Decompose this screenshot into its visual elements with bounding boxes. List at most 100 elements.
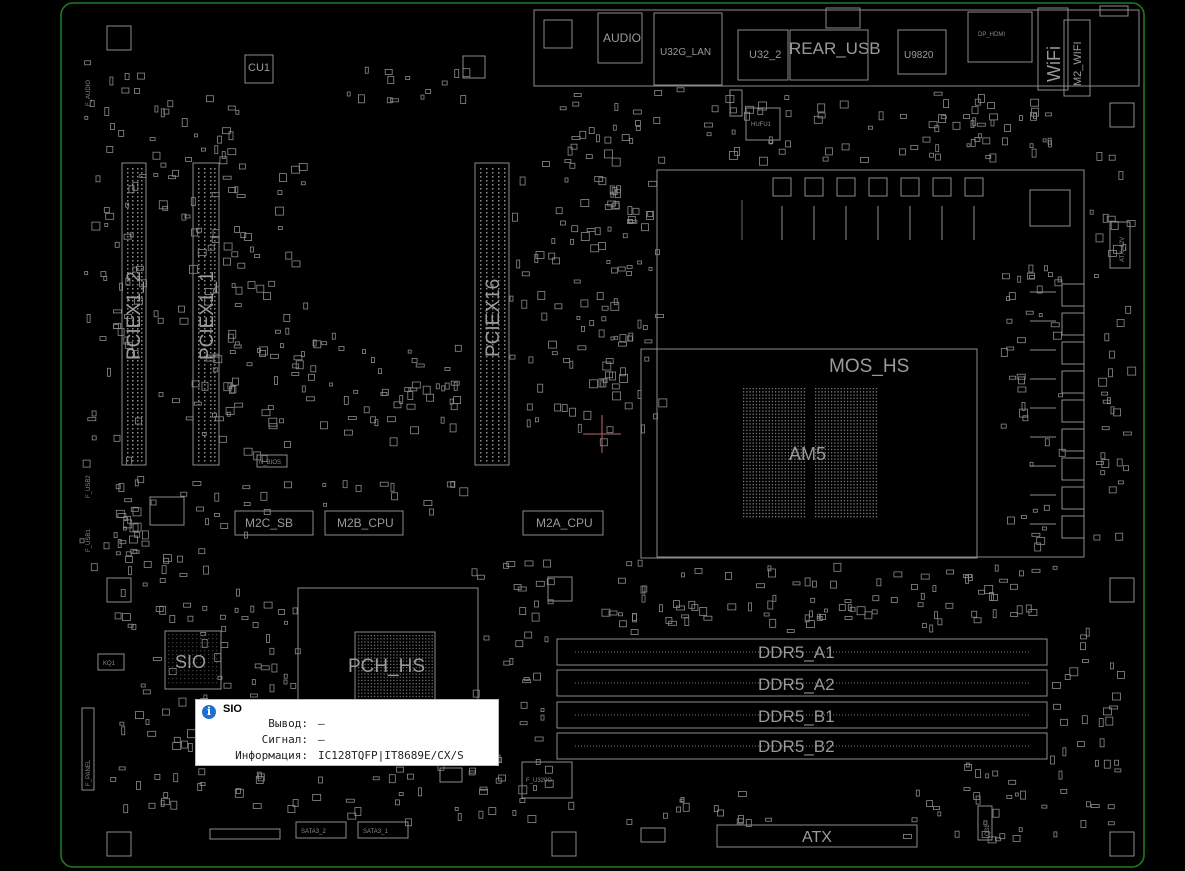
- pch-hs-label: PCH_HS: [348, 656, 425, 677]
- n-bios-label: N_BIOS: [259, 460, 281, 466]
- dp-hdmi-label: DP_HDMI: [978, 32, 1005, 38]
- u9820-connector[interactable]: [897, 29, 947, 75]
- tooltip-info-key: Информация:: [235, 749, 308, 762]
- ddr5-b1-slot[interactable]: [556, 701, 1048, 729]
- sata3-1-label: SATA3_1: [363, 829, 388, 835]
- kq1-part: [97, 653, 125, 671]
- mos-hs-label: MOS_HS: [829, 356, 909, 377]
- usb-lan-connector[interactable]: [653, 12, 723, 86]
- ddr5-b2-label: DDR5_B2: [758, 737, 835, 756]
- ddr5-a1-label: DDR5_A1: [758, 643, 835, 662]
- mos-heatsink-outline[interactable]: [640, 348, 978, 559]
- vrm-phases: [741, 177, 1085, 539]
- atx-label: ATX: [802, 829, 832, 846]
- mounting-hole: [106, 25, 132, 51]
- dp-hdmi-connector[interactable]: [967, 11, 1033, 63]
- f-usb2-label: F_USB2: [86, 475, 92, 498]
- fb2-part: [439, 767, 463, 783]
- hufu2-part: [729, 89, 743, 117]
- tooltip-pin-key: Вывод:: [268, 717, 308, 730]
- m2c-sb-slot[interactable]: [234, 510, 314, 536]
- cu1-chip[interactable]: [244, 54, 274, 84]
- pciex1-2-label: PCIEX1_2: [124, 271, 145, 360]
- m2b-cpu-slot[interactable]: [324, 510, 404, 536]
- am5-label: AM5: [789, 444, 826, 464]
- atx-connector[interactable]: [716, 824, 918, 848]
- u9820-label: U9820: [904, 50, 934, 61]
- ddr5-a2-label: DDR5_A2: [758, 675, 835, 694]
- ddr5-a2-slot[interactable]: [556, 669, 1048, 697]
- mounting-hole: [1109, 831, 1135, 857]
- m2a-cpu-slot[interactable]: [522, 510, 604, 536]
- kq1-label: KQ1: [103, 661, 116, 667]
- wifi-label: WiFi: [1044, 46, 1064, 82]
- connector-pins: [127, 168, 506, 462]
- info-icon: i: [202, 705, 216, 719]
- u32-2-label: U32_2: [749, 49, 781, 61]
- usb-connector-2[interactable]: [737, 29, 789, 81]
- tooltip-pin-value: —: [318, 717, 325, 730]
- sata3-2-label: SATA3_2: [301, 829, 326, 835]
- q31-part: [977, 805, 993, 841]
- rear-io-outline: [533, 9, 1140, 87]
- rear-usb-connector[interactable]: [789, 29, 869, 81]
- pciex16-label: PCIEX16: [483, 279, 504, 357]
- rear-mounting-hole: [543, 19, 573, 49]
- dimm-pins: [575, 651, 1030, 747]
- f-u320g-label: F_U320G: [526, 778, 552, 784]
- board-outline: [60, 2, 1145, 868]
- ddr5-b2-slot[interactable]: [556, 732, 1048, 760]
- pciex1-1-label: PCIEX1_1: [197, 271, 218, 360]
- mounting-hole: [106, 831, 132, 857]
- ddr5-b1-label: DDR5_B1: [758, 707, 835, 726]
- small-components: [79, 60, 1137, 844]
- hufu1-label: HUFU1: [751, 122, 772, 128]
- pciex16-slot[interactable]: [474, 162, 510, 466]
- bottom-header-row: [209, 828, 281, 840]
- hufu1-chip[interactable]: [745, 107, 781, 141]
- mounting-hole: [547, 576, 573, 602]
- m2b-cpu-label: M2B_CPU: [337, 516, 394, 530]
- mounting-hole: [551, 831, 577, 857]
- f-panel-label: F_PANEL: [86, 759, 92, 786]
- m2-wifi-label: M2_WIFI: [1072, 41, 1084, 86]
- wifi-antenna[interactable]: [1037, 7, 1069, 91]
- tooltip-info-value: IC128TQFP|IT8689E/CX/S: [318, 749, 464, 762]
- rear-corner-part: [1099, 5, 1129, 17]
- f-audio-label: F_AUDIO: [86, 80, 92, 106]
- sata3-1-port[interactable]: [357, 821, 409, 839]
- rear-usb-label: REAR_USB: [789, 39, 881, 58]
- m2c-sb-label: M2C_SB: [245, 516, 293, 530]
- pch-pins: [168, 634, 433, 698]
- component-info-tooltip: i SIO Вывод: — Сигнал: — Информация: IC1…: [195, 699, 499, 766]
- pciex1-2-slot[interactable]: [121, 162, 147, 466]
- mounting-hole: [462, 55, 486, 79]
- tooltip-title: SIO: [223, 703, 242, 715]
- sio-label: SIO: [175, 652, 206, 672]
- n-bios-chip: [256, 454, 288, 468]
- sata3-2-port[interactable]: [295, 821, 347, 839]
- audio-label: AUDIO: [603, 31, 641, 45]
- f-panel-header[interactable]: [81, 707, 95, 791]
- bottom-small-header: [640, 827, 666, 843]
- f-u320g-header[interactable]: [521, 761, 573, 799]
- sio-chip[interactable]: [164, 630, 222, 690]
- mounting-hole: [1109, 102, 1135, 128]
- pciex1-1-slot[interactable]: [192, 162, 220, 466]
- cu1-label: CU1: [248, 62, 270, 74]
- atx-12v-label: ATX_12V: [1120, 237, 1126, 262]
- atx-12v-connector[interactable]: [1109, 221, 1131, 269]
- audio-jack[interactable]: [597, 12, 643, 64]
- m2a-cpu-label: M2A_CPU: [536, 516, 593, 530]
- ecd-chip: [149, 496, 185, 526]
- crosshair-cursor: [583, 415, 621, 453]
- tooltip-signal-key: Сигнал:: [261, 733, 308, 746]
- u32g-lan-label: U32G_LAN: [660, 47, 711, 58]
- q31-label: Q31: [985, 824, 991, 836]
- vrm-controller: [1029, 189, 1071, 227]
- m2-wifi-slot[interactable]: [1063, 19, 1091, 97]
- mounting-hole: [106, 577, 132, 603]
- ddr5-a1-slot[interactable]: [556, 638, 1048, 666]
- am5-socket-pins[interactable]: [743, 388, 878, 518]
